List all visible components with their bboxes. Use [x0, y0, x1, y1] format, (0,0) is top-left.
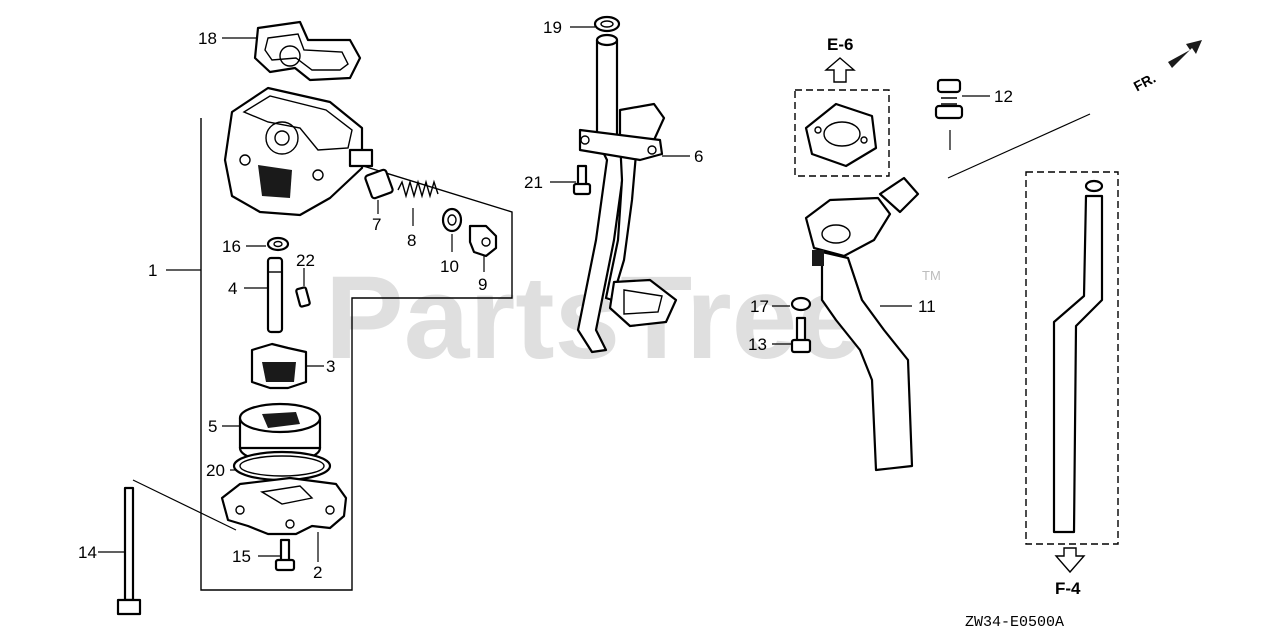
callout-10: 10 — [440, 257, 459, 276]
part-15-bolt[interactable] — [258, 538, 296, 572]
ref-f4-label[interactable]: F-4 — [1055, 579, 1081, 598]
part-6-oil-pipe[interactable] — [576, 33, 690, 354]
part-18-gasket[interactable] — [222, 20, 362, 82]
callout-21: 21 — [524, 173, 543, 192]
callout-11: 11 — [918, 297, 936, 316]
callout-4: 4 — [228, 279, 237, 298]
ref-e6-label[interactable]: E-6 — [827, 35, 853, 54]
part-7-sleeve[interactable] — [364, 168, 394, 214]
f4-reference[interactable] — [947, 113, 1119, 574]
diagram-code: ZW34-E0500A — [965, 614, 1064, 631]
front-indicator: FR. — [1131, 40, 1202, 94]
part-21-bolt[interactable] — [550, 164, 592, 196]
callout-9: 9 — [478, 275, 487, 294]
callout-8: 8 — [407, 231, 416, 250]
trademark: TM — [922, 268, 941, 283]
callout-22: 22 — [296, 251, 315, 270]
assembly-outline — [166, 118, 513, 591]
callout-2: 2 — [313, 563, 322, 582]
part-14-long-bolt[interactable] — [98, 479, 237, 616]
callout-12: 12 — [994, 87, 1013, 106]
callout-15: 15 — [232, 547, 251, 566]
callout-6: 6 — [694, 147, 703, 166]
part-10-washer[interactable] — [441, 207, 463, 252]
part-17-washer[interactable] — [772, 296, 812, 312]
part-12-plug[interactable] — [934, 78, 990, 150]
part-3-inner-rotor[interactable] — [250, 342, 324, 390]
callout-19: 19 — [543, 18, 562, 37]
part-19-oring[interactable] — [570, 15, 621, 33]
part-16-washer[interactable] — [246, 236, 290, 252]
e6-reference[interactable] — [794, 57, 890, 177]
callout-16: 16 — [222, 237, 241, 256]
callout-13: 13 — [748, 335, 767, 354]
callout-20: 20 — [206, 461, 225, 480]
part-13-bolt[interactable] — [772, 316, 812, 354]
part-4-shaft[interactable] — [244, 256, 284, 334]
callout-14: 14 — [78, 543, 97, 562]
callout-7: 7 — [372, 215, 381, 234]
pump-body[interactable] — [223, 86, 374, 217]
callout-5: 5 — [208, 417, 217, 436]
part-9-plug[interactable] — [468, 224, 498, 272]
callout-17: 17 — [750, 297, 769, 316]
callout-3: 3 — [326, 357, 335, 376]
front-indicator-label: FR. — [1131, 70, 1158, 95]
part-2-pump-cover[interactable] — [220, 476, 348, 562]
callout-1: 1 — [148, 261, 157, 280]
callout-18: 18 — [198, 29, 217, 48]
part-22-pin[interactable] — [295, 268, 311, 308]
part-20-oring[interactable] — [230, 450, 332, 482]
part-11-strainer-pipe[interactable] — [804, 176, 920, 472]
part-8-spring[interactable] — [397, 179, 439, 226]
